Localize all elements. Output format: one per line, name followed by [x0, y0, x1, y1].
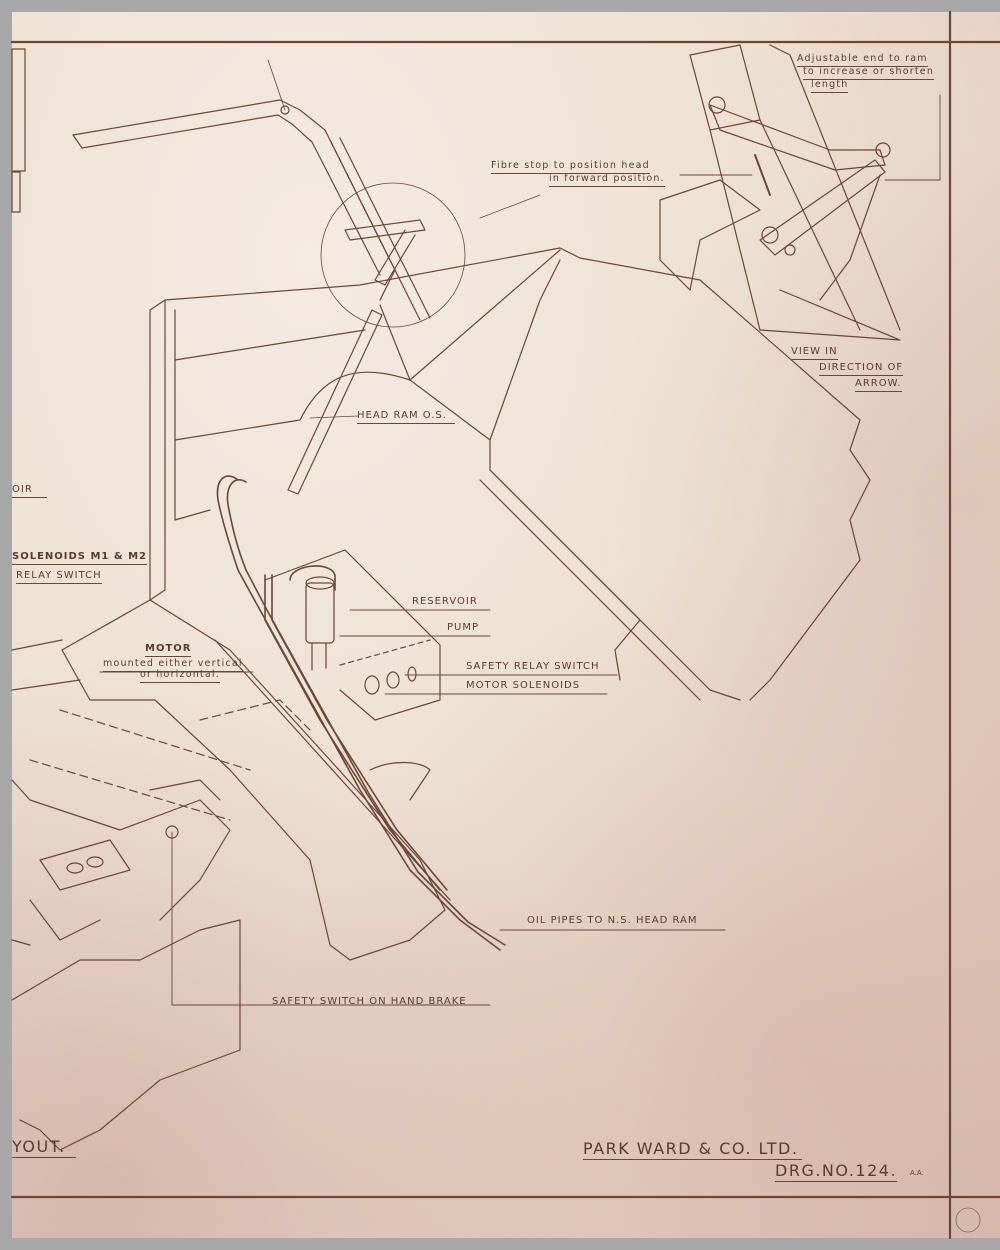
label-adjustable-end-line1: Adjustable end to ram [797, 53, 928, 67]
label-fibre-stop-line2: in forward position. [549, 173, 665, 187]
label-reservoir: RESERVOIR [412, 596, 478, 607]
drawing-border [10, 10, 1000, 1240]
head-ram [287, 269, 396, 495]
detail-view-linkage [659, 44, 941, 341]
drawing-title-fragment: YOUT. [12, 1138, 76, 1158]
label-direction-of: DIRECTION OF [819, 362, 904, 376]
label-pump: PUMP [447, 622, 480, 633]
label-adjustable-end-line3: length [811, 79, 849, 93]
label-relay-switch-left: RELAY SWITCH [16, 570, 102, 584]
label-motor-solenoids: MOTOR SOLENOIDS [466, 680, 581, 691]
draftsman-initials: A.A. [910, 1169, 924, 1177]
label-safety-switch-hand-brake: SAFETY SWITCH ON HAND BRAKE [272, 996, 467, 1007]
label-arrow: ARROW. [855, 378, 902, 392]
hood-frame-linkage [72, 59, 541, 328]
label-fibre-stop-line1: Fibre stop to position head [491, 160, 650, 174]
label-motor-mounting-line2: or horizontal. [140, 669, 220, 683]
label-safety-relay-switch: SAFETY RELAY SWITCH [466, 661, 600, 672]
leader-lines [99, 609, 726, 931]
drawing-number: DRG.NO.124. [775, 1161, 898, 1182]
label-head-ram-os: HEAD RAM O.S. [357, 410, 455, 424]
company-name: PARK WARD & CO. LTD. [583, 1140, 803, 1160]
label-oil-pipes: OIL PIPES TO N.S. HEAD RAM [527, 915, 698, 926]
label-solenoids-m1-m2: SOLENOIDS M1 & M2 [12, 551, 147, 565]
floor-channel [11, 599, 451, 961]
hand-brake-assembly [11, 779, 491, 1151]
label-view-in: VIEW IN [791, 346, 838, 360]
label-motor-mounting-line1: mounted either vertical [103, 658, 243, 672]
corner-stamp [955, 1207, 981, 1233]
label-reservoir-left-fragment: OIR [12, 484, 47, 498]
drawing-sheet [12, 12, 1000, 1238]
label-adjustable-end-line2: to increase or shorten [803, 66, 935, 80]
label-motor: MOTOR [145, 643, 192, 657]
hydraulic-pipes [216, 475, 506, 951]
body-panel [149, 247, 871, 701]
reservoir-pump-unit [264, 549, 441, 721]
